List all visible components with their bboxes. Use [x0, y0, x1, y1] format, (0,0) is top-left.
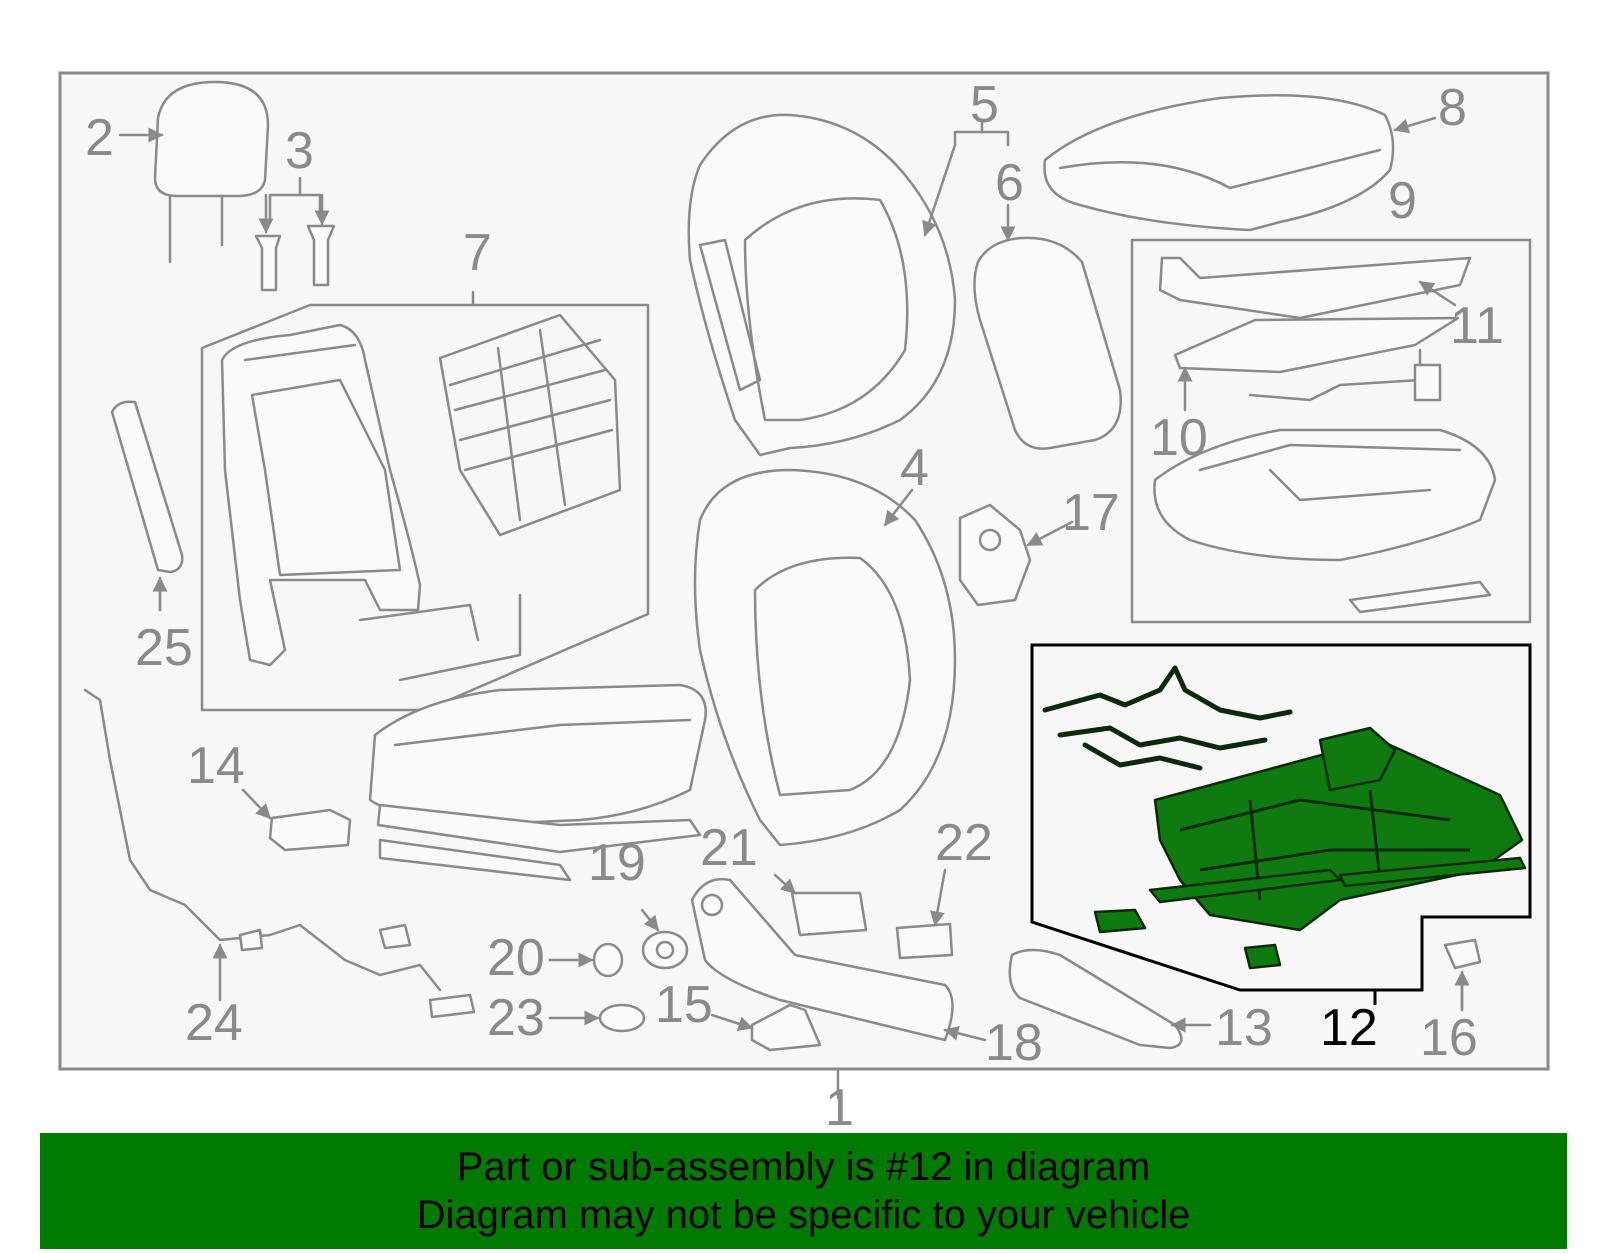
callout-3: 3	[285, 122, 314, 180]
callout-24: 24	[185, 994, 243, 1052]
part-15-bracket	[750, 1003, 822, 1052]
part-12-box	[1030, 643, 1532, 992]
callout-25: 25	[135, 619, 193, 677]
callout-16: 16	[1420, 1009, 1478, 1067]
callout-21: 21	[700, 819, 758, 877]
info-banner: Part or sub-assembly is #12 in diagram D…	[40, 1133, 1567, 1249]
callout-18: 18	[985, 1014, 1043, 1072]
banner-line-2: Diagram may not be specific to your vehi…	[416, 1193, 1191, 1237]
part-2-headrest	[153, 80, 270, 264]
part-7-seatback-frame	[220, 323, 522, 682]
callout-13: 13	[1215, 999, 1273, 1057]
part-14-switch	[268, 808, 352, 852]
part-6-back-panel	[973, 236, 1122, 450]
callout-5: 5	[970, 76, 999, 134]
callout-10: 10	[1150, 409, 1208, 467]
callout-12: 12	[1320, 999, 1378, 1057]
callout-7: 7	[463, 224, 492, 282]
part-9-cushion-pad	[1153, 428, 1497, 614]
callout-2: 2	[85, 109, 114, 167]
callout-1: 1	[825, 1079, 854, 1137]
part-10-heater-bottom	[1173, 316, 1460, 402]
part-3-guides	[254, 176, 336, 292]
banner-line-1: Part or sub-assembly is #12 in diagram	[456, 1145, 1151, 1189]
callout-19: 19	[588, 834, 646, 892]
part-9-box	[1130, 238, 1532, 624]
callout-20: 20	[487, 929, 545, 987]
callout-8: 8	[1438, 79, 1467, 137]
part-21-switch-block	[790, 891, 868, 937]
part-24-harness	[83, 688, 476, 1019]
part-8-cushion-cover	[1043, 94, 1395, 232]
callout-22: 22	[935, 814, 993, 872]
seat-cushion-assembly	[368, 683, 707, 882]
callout-23: 23	[487, 989, 545, 1047]
part-7-box	[200, 303, 650, 712]
callout-15: 15	[655, 976, 713, 1034]
part-7-spring-mat	[438, 313, 622, 537]
part-13-outer-trim	[1008, 948, 1183, 1050]
callout-9: 9	[1388, 172, 1417, 230]
part-11-heater-top	[1158, 256, 1472, 320]
part-20-cap	[592, 942, 624, 978]
part-18-side-shield	[690, 877, 954, 1042]
leader-arrows	[118, 116, 1470, 1100]
callout-4: 4	[900, 439, 929, 497]
callout-6: 6	[995, 154, 1024, 212]
part-22-switch	[895, 922, 954, 960]
callout-17: 17	[1062, 484, 1120, 542]
part-12-seat-adjuster	[1042, 665, 1527, 970]
part-4-seatback-pad	[693, 468, 957, 847]
part-5-seatback-cover	[687, 113, 1010, 457]
callout-labels: 1 2 3 4 5 6 7 8 9 10 11 12 13 14 15 16 1…	[85, 76, 1504, 1137]
part-19-knob	[641, 930, 689, 970]
callout-11: 11	[1450, 297, 1504, 355]
callout-14: 14	[187, 737, 245, 795]
part-23-button	[598, 1003, 646, 1033]
part-17-recliner-cover	[958, 503, 1032, 607]
